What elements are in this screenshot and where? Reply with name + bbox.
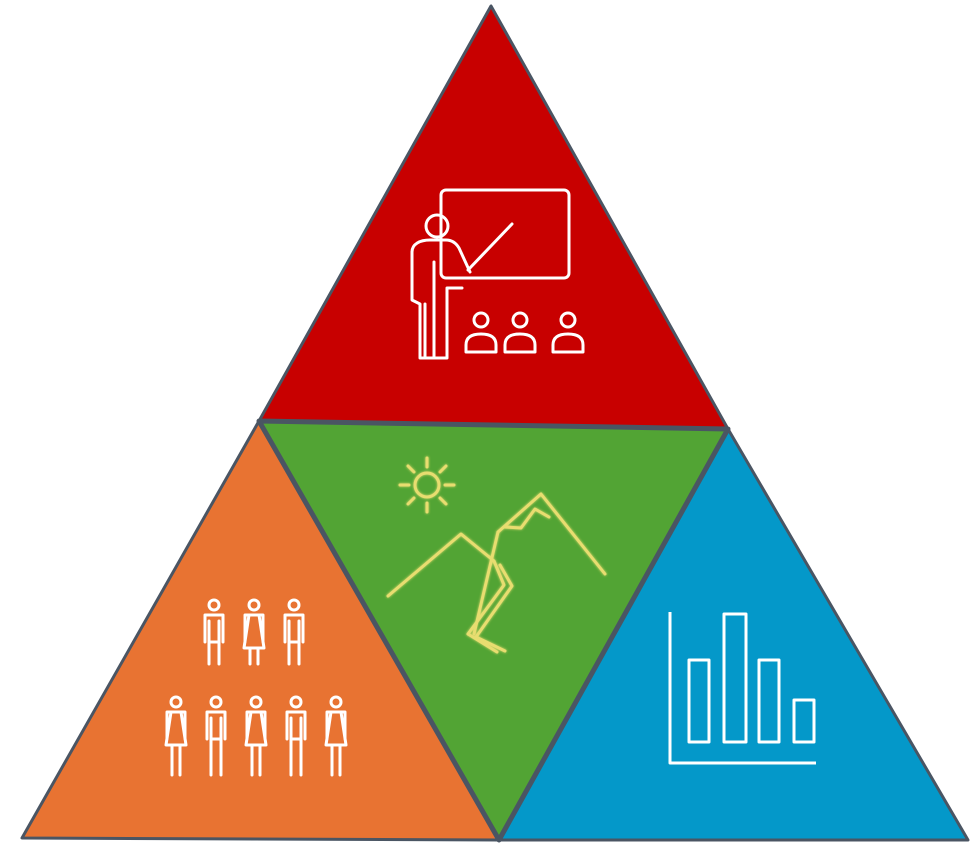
segment-top <box>257 4 730 431</box>
people-group-icon <box>164 598 348 777</box>
teacher-presentation-icon <box>410 188 585 360</box>
bar-chart-icon <box>668 612 816 765</box>
mountain-sun-icon <box>386 456 607 654</box>
segment-center <box>256 418 731 843</box>
